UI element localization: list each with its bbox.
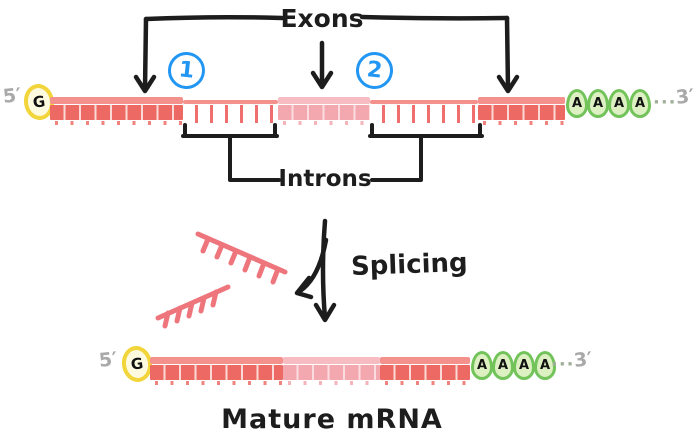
poly-a-unit: A: [492, 351, 514, 380]
pre-mrna-exon-1: [50, 97, 183, 125]
poly-a-letter: A: [539, 358, 551, 373]
poly-a-letter: A: [592, 96, 604, 111]
exon-teeth: [50, 105, 183, 120]
exon-arrow-right: [496, 15, 520, 94]
splicing-arrow-curved: [294, 237, 329, 300]
intron-teeth: [183, 105, 278, 123]
exons-bracket-left-line: [143, 14, 285, 22]
exon-ticks: [150, 381, 283, 385]
exon-backbone: [283, 357, 380, 364]
exon-backbone: [278, 97, 370, 104]
intron-number-2: 2: [365, 57, 384, 84]
spliced-intron-fragment-1: [195, 231, 288, 285]
poly-a-letter: A: [476, 358, 488, 373]
mature-exon-3: [380, 357, 470, 385]
mature-poly-a-tail: A A A A: [471, 351, 556, 380]
exon-ticks: [478, 121, 565, 125]
pre-mrna-poly-a-tail: A A A A: [566, 89, 651, 118]
poly-a-unit: A: [513, 351, 535, 380]
exon-backbone: [150, 357, 283, 364]
poly-a-unit: A: [629, 89, 651, 118]
exon-ticks: [50, 121, 183, 125]
introns-bracket-left: [181, 123, 281, 182]
exon-ticks: [380, 381, 470, 385]
intron-teeth: [370, 105, 478, 123]
intron-backbone: [370, 100, 478, 104]
intron-number-1: 1: [177, 57, 196, 84]
exon-arrow-middle: [310, 40, 334, 90]
exon-backbone: [478, 97, 565, 104]
poly-a-unit: A: [534, 351, 556, 380]
poly-a-unit: A: [471, 351, 493, 380]
exons-label: Exons: [280, 4, 364, 33]
intron-backbone: [183, 100, 278, 104]
mature-mrna-label: Mature mRNA: [221, 404, 443, 435]
cap-g-letter: G: [31, 92, 47, 112]
poly-a-letter: A: [634, 96, 646, 111]
intron-number-1-badge: 1: [166, 50, 207, 91]
introns-label: Introns: [278, 166, 372, 192]
exon-teeth: [380, 365, 470, 380]
exon-teeth: [283, 365, 380, 380]
poly-a-letter: A: [613, 96, 625, 111]
mature-five-prime-label: 5′: [97, 348, 119, 372]
exon-teeth: [278, 105, 370, 120]
exon-backbone: [380, 357, 470, 364]
pre-mrna-intron-2: [370, 97, 478, 123]
pre-mrna-exon-3: [478, 97, 565, 125]
pre-mrna-strand: [50, 97, 565, 125]
mature-exon-2: [283, 357, 380, 385]
pre-mrna-continuation-dots: ···: [653, 92, 677, 113]
splicing-label: Splicing: [350, 247, 469, 283]
poly-a-letter: A: [571, 96, 583, 111]
poly-a-letter: A: [518, 358, 530, 373]
introns-bracket-right: [368, 123, 484, 182]
mature-exon-1: [150, 357, 283, 385]
exon-ticks: [278, 121, 370, 125]
mature-three-prime-label: 3′: [572, 348, 594, 372]
pre-mrna-intron-1: [183, 97, 278, 123]
poly-a-unit: A: [566, 89, 588, 118]
mature-continuation-dots: ···: [551, 354, 575, 375]
spliced-intron-fragment-2: [155, 284, 231, 329]
mature-mrna-strand: [150, 357, 470, 385]
exon-backbone: [50, 97, 183, 104]
cap-g-letter: G: [129, 354, 145, 374]
exon-ticks: [283, 381, 380, 385]
exon-teeth: [150, 365, 283, 380]
pre-mrna-three-prime-label: 3′: [674, 85, 696, 109]
poly-a-unit: A: [587, 89, 609, 118]
pre-mrna-five-prime-label: 5′: [1, 84, 23, 108]
exon-arrow-left: [133, 16, 157, 94]
poly-a-letter: A: [497, 358, 509, 373]
exon-teeth: [478, 105, 565, 120]
exons-bracket-right-line: [359, 14, 510, 21]
pre-mrna-exon-2: [278, 97, 370, 125]
splicing-arrow-down: [313, 218, 337, 323]
poly-a-unit: A: [608, 89, 630, 118]
intron-number-2-badge: 2: [354, 50, 395, 91]
